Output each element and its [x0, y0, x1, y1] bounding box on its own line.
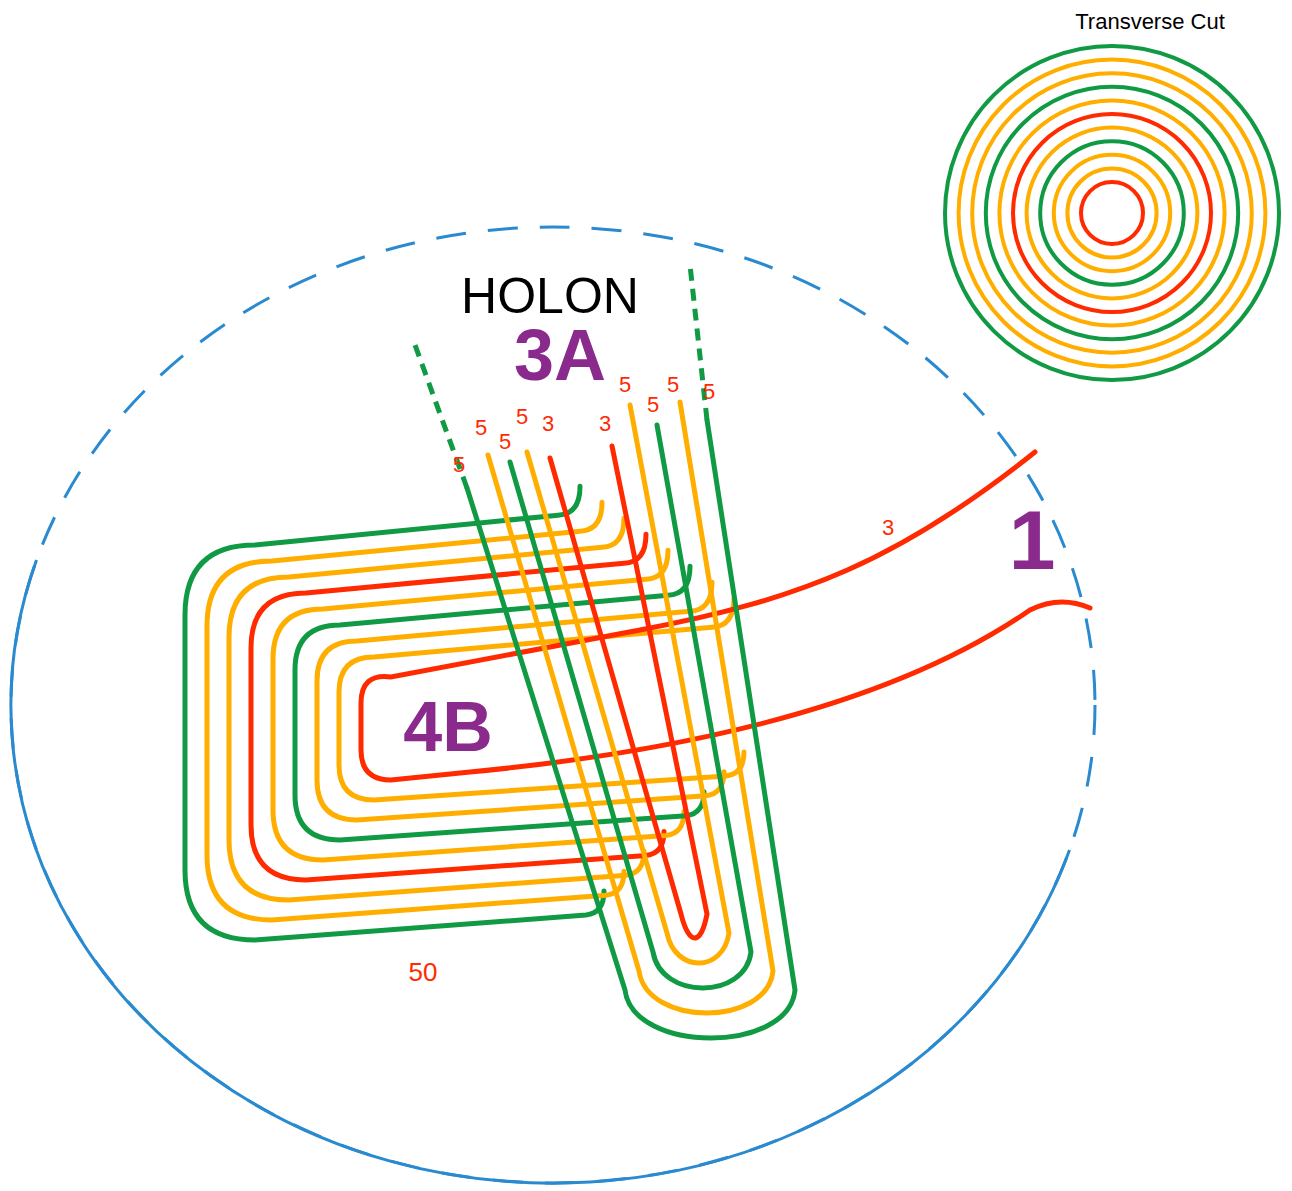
dotted-fiber-end: [415, 345, 467, 488]
fiber-strand: [527, 405, 729, 963]
region-label: 3A: [514, 319, 606, 391]
ring-stroke: [1027, 128, 1198, 299]
ring-stroke: [986, 87, 1238, 339]
callout-number: 3: [542, 413, 554, 435]
holon-boundary-solid: [11, 560, 1070, 1183]
ring-stroke: [999, 100, 1224, 325]
callout-number: 5: [499, 431, 511, 453]
ring-stroke: [972, 73, 1252, 353]
ring-stroke: [1067, 168, 1156, 257]
callout-number: 5: [516, 406, 528, 428]
view-title: Transverse Cut: [1075, 11, 1225, 33]
callout-number: 50: [409, 959, 438, 985]
region-label: 4B: [403, 692, 492, 762]
ring-stroke: [1040, 141, 1184, 285]
vertical-fiber-bundle: [467, 402, 795, 1038]
callout-number: 5: [667, 374, 679, 396]
callout-number: 5: [453, 454, 465, 476]
callout-number: 3: [599, 413, 611, 435]
holon-boundary-dashed: [11, 227, 1095, 1183]
ring-stroke: [1013, 114, 1211, 312]
callout-number: 5: [475, 417, 487, 439]
holon-title: HOLON: [461, 271, 639, 321]
callout-number: 5: [647, 394, 659, 416]
ring-stroke: [1081, 182, 1143, 244]
callout-number: 5: [703, 381, 715, 403]
fiber-strand: [550, 446, 707, 938]
region-label: 1: [1009, 498, 1056, 582]
ring-stroke: [959, 60, 1266, 367]
callout-number: 3: [882, 517, 894, 539]
transverse-cut-rings: [945, 46, 1279, 380]
callout-number: 5: [619, 374, 631, 396]
horizontal-fiber-bundle: [185, 452, 1090, 940]
ring-stroke: [945, 46, 1279, 380]
fiber-strand: [488, 402, 773, 1013]
ring-stroke: [1054, 155, 1170, 271]
